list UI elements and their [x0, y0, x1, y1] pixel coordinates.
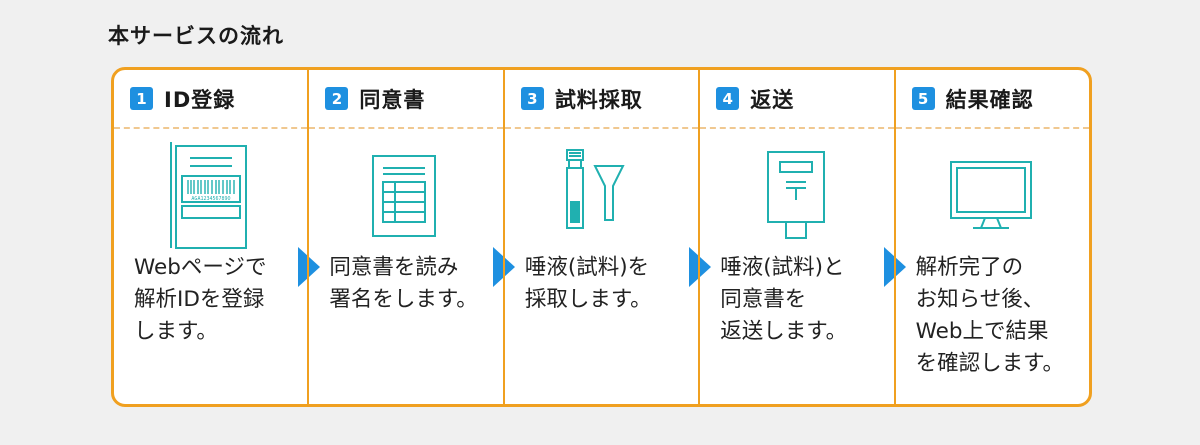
- step-consent: 2 同意書 同意書を読み 署名をします。: [307, 70, 516, 404]
- step-sample-collection: 3 試料採取 唾液(試料)を 採取します。: [502, 70, 711, 404]
- barcode-text: AGA123456789O: [191, 196, 230, 202]
- step-number-badge: 3: [520, 87, 544, 110]
- step-description: Webページで 解析IDを登録 します。: [134, 255, 267, 344]
- page-title: 本サービスの流れ: [108, 24, 284, 48]
- step-number-badge: 4: [716, 87, 740, 110]
- step-number-badge: 1: [130, 87, 153, 110]
- step-number-badge: 5: [911, 87, 935, 110]
- step-title: 同意書: [359, 87, 426, 112]
- step-description: 解析完了の お知らせ後、 Web上で結果 を確認します。: [915, 255, 1064, 376]
- document-icon: [351, 140, 461, 250]
- id-card-icon: AGA123456789O: [156, 140, 266, 250]
- step-description: 唾液(試料)を 採取します。: [524, 255, 652, 312]
- monitor-icon: [937, 140, 1047, 250]
- step-return: 4 返送 唾液(試料)と 同意書を 返送します。: [698, 70, 907, 404]
- step-header: 4 返送: [700, 70, 894, 129]
- step-header: 3 試料採取: [504, 70, 699, 129]
- step-title: 試料採取: [554, 87, 643, 112]
- step-header: 2 同意書: [309, 70, 503, 129]
- flow-box: 1 ID登録 AGA123456789O: [111, 67, 1092, 407]
- step-header: 5 結果確認: [895, 70, 1089, 129]
- sample-tube-icon: [547, 140, 657, 250]
- step-number-badge: 2: [325, 87, 349, 110]
- step-title: ID登録: [164, 87, 236, 112]
- step-header: 1 ID登録: [114, 70, 308, 129]
- step-description: 同意書を読み 署名をします。: [329, 255, 478, 312]
- step-title: 返送: [750, 87, 795, 112]
- mailbox-icon: [742, 140, 852, 250]
- step-title: 結果確認: [945, 87, 1034, 112]
- step-id-registration: 1 ID登録 AGA123456789O: [114, 70, 320, 404]
- step-description: 唾液(試料)と 同意書を 返送します。: [720, 255, 848, 344]
- step-result-check: 5 結果確認 解析完了の お知らせ後、 Web上で結果 を確認します。: [893, 70, 1089, 404]
